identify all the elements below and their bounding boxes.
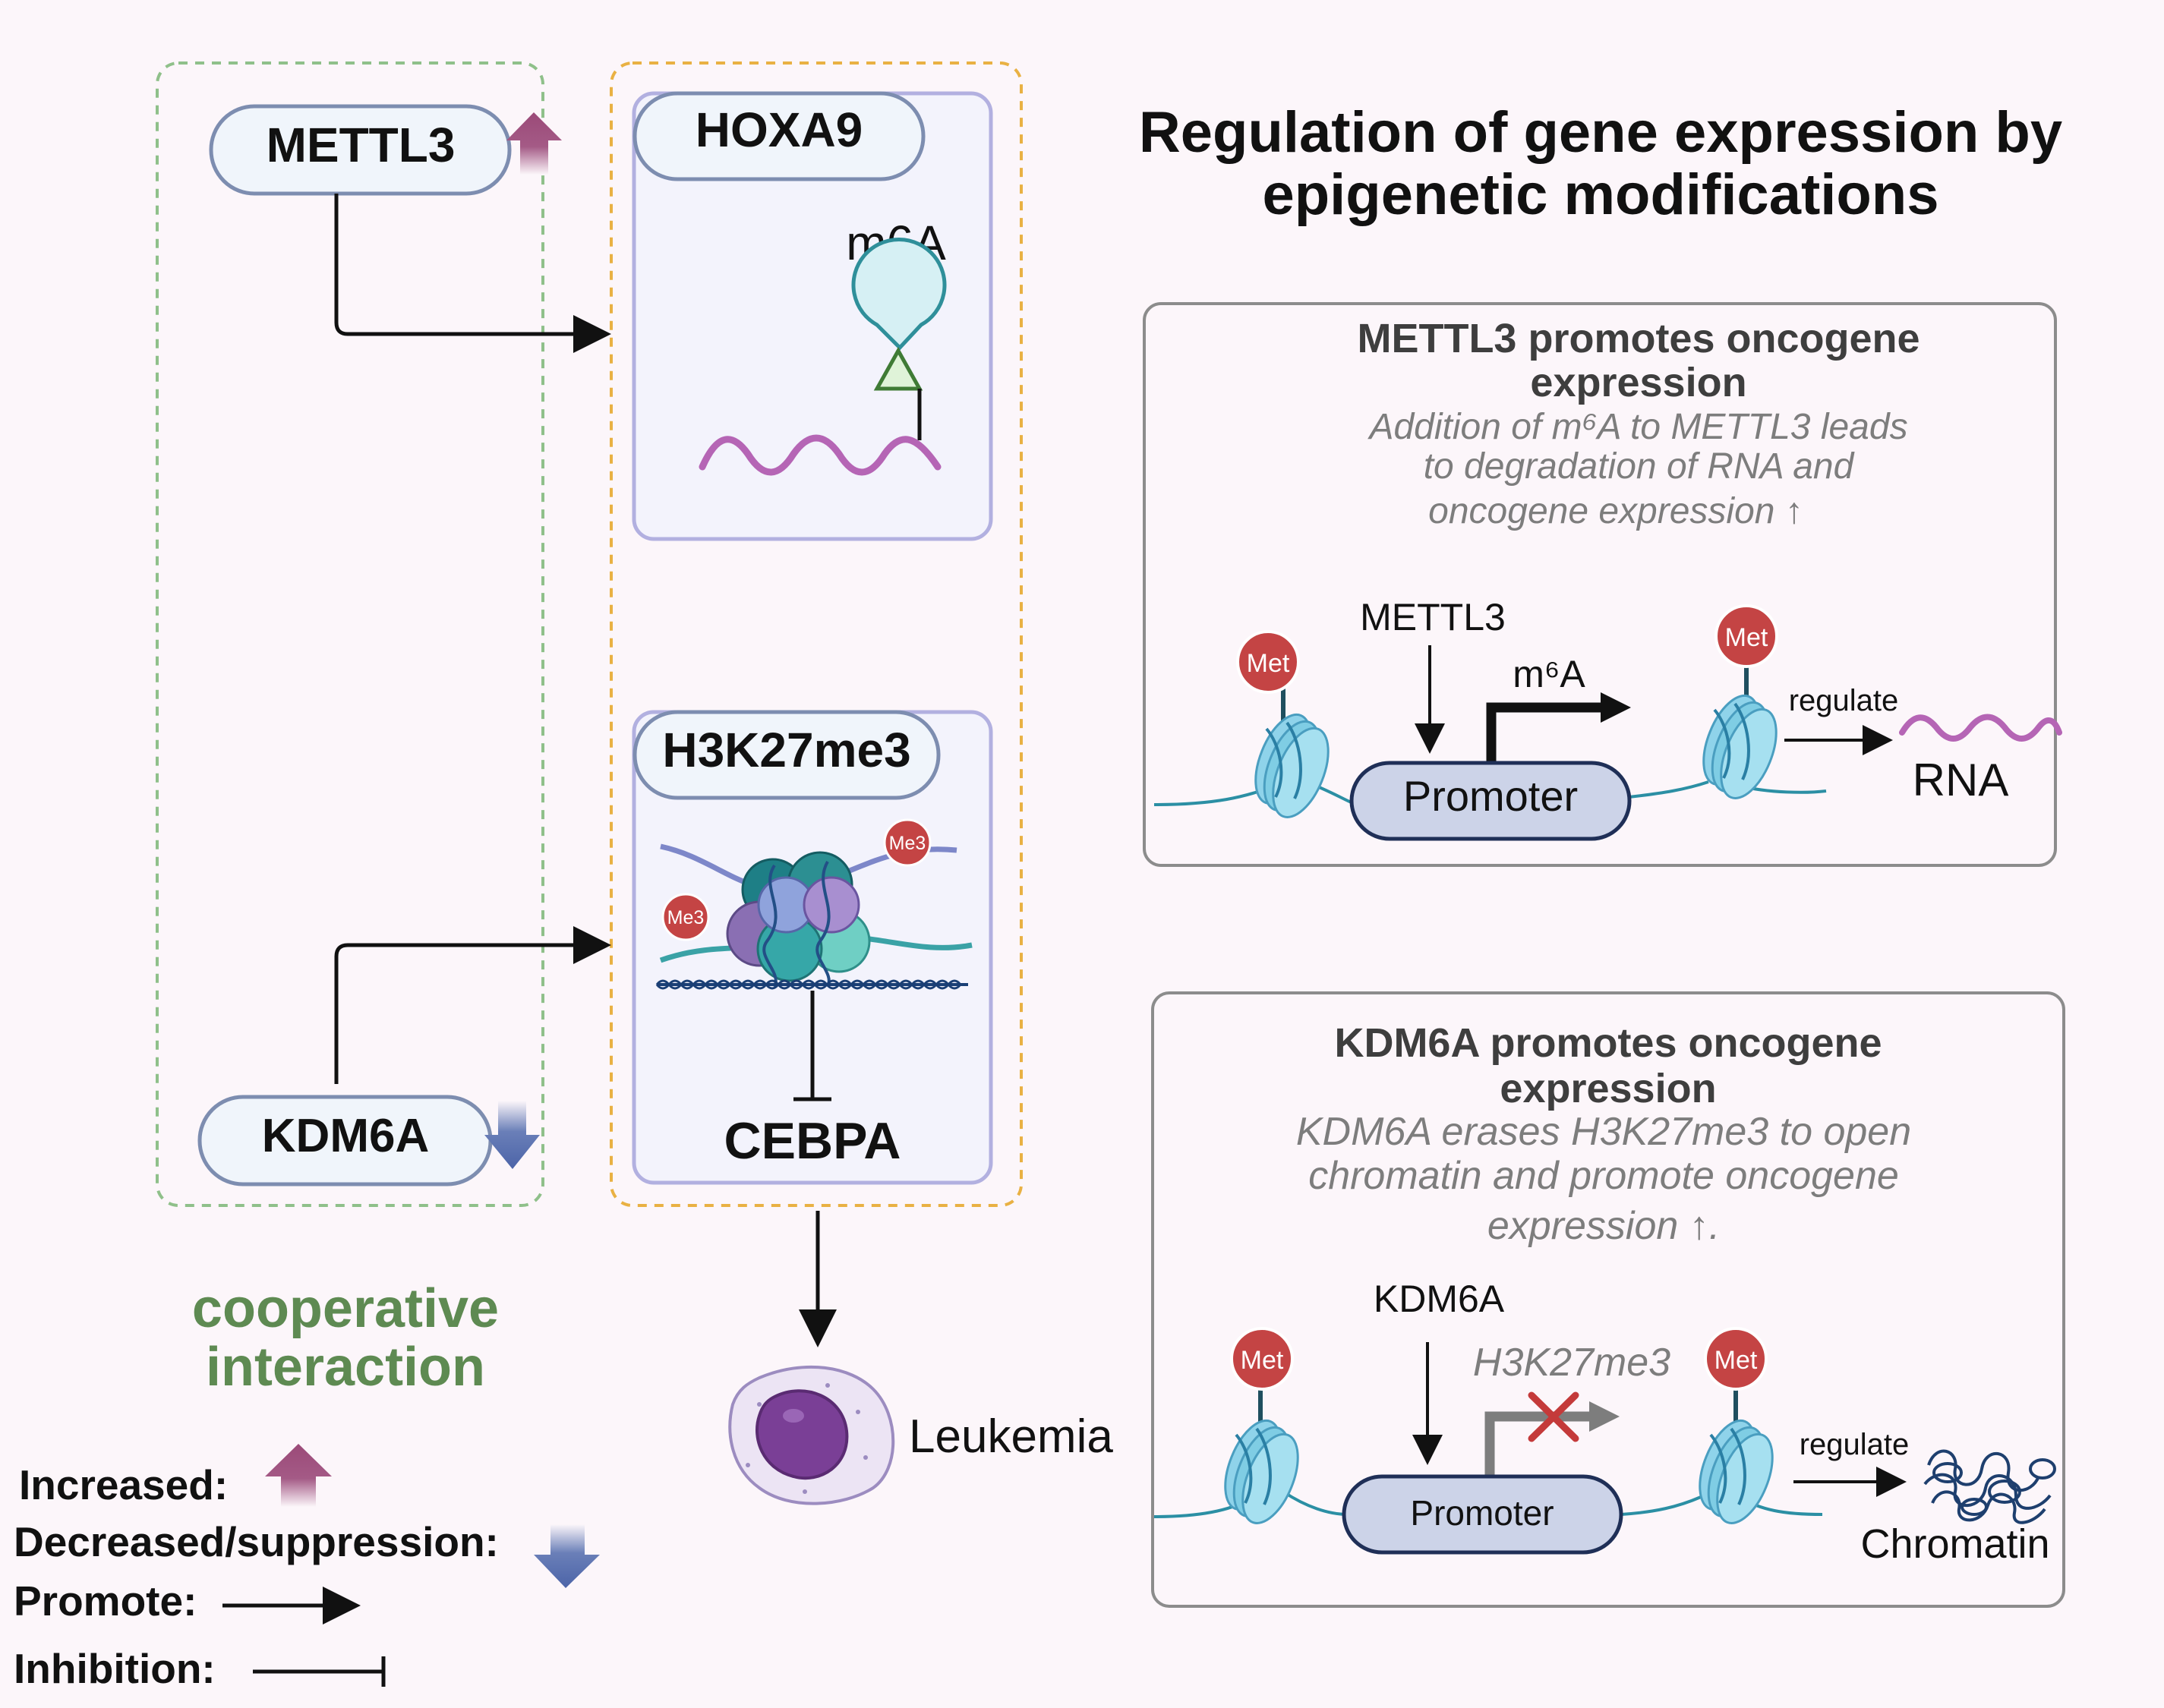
legend-inhibition-symbol-icon xyxy=(253,1656,386,1687)
svg-text:Me3: Me3 xyxy=(667,907,705,928)
panel1-nucleosome-left-icon xyxy=(1242,705,1342,827)
panel2-heading-line1: KDM6A promotes oncogene xyxy=(1334,1020,1882,1066)
panel2-met-badge-left xyxy=(1230,1327,1294,1391)
panel2-desc-line1: KDM6A erases H3K27me3 to open xyxy=(1296,1110,1911,1154)
panel1-desc-line2: to degradation of RNA and xyxy=(1424,446,1855,487)
panel2-nucleosome-right-icon xyxy=(1686,1411,1786,1533)
panel2-nucleosome-left-icon xyxy=(1212,1411,1311,1533)
panel1-desc-line1: Addition of m⁶A to METTL3 leads xyxy=(1367,407,1907,447)
mettl3-increase-arrow-icon xyxy=(506,112,562,175)
panel1-met-badge-left xyxy=(1236,630,1300,694)
hoxa9-pill xyxy=(632,91,926,181)
legend-promote-label: Promote: xyxy=(14,1577,197,1624)
panel2-blocked-x-icon xyxy=(1528,1391,1579,1442)
cebpa-label: CEBPA xyxy=(724,1112,901,1170)
me3-badge-left: Me3 xyxy=(661,893,710,941)
panel2-promoter-box xyxy=(1342,1474,1623,1555)
legend-increase-arrow-icon xyxy=(265,1444,332,1507)
mettl3-label: METTL3 xyxy=(267,118,456,172)
figure-title-line1: Regulation of gene expression by xyxy=(1139,100,2062,165)
panel2-heading-line2: expression xyxy=(1500,1066,1716,1111)
svg-text:Met: Met xyxy=(1714,1346,1758,1375)
h3k27me3-pill xyxy=(632,710,941,800)
mettl3-node: METTL3 xyxy=(209,104,512,196)
panel1-regulate-label: regulate xyxy=(1789,684,1899,717)
m6a-reader-icon xyxy=(851,237,947,440)
panel2-desc-line2: chromatin and promote oncogene xyxy=(1308,1154,1899,1198)
panel2-dna-strand xyxy=(1153,1490,1823,1518)
panel2-chromatin-icon xyxy=(1923,1449,2056,1524)
panel1-nucleosome-right-icon xyxy=(1690,686,1790,808)
panel2-promoter-label: Promoter xyxy=(1410,1493,1554,1533)
target-group-box xyxy=(610,61,1023,1207)
legend-inhibition-label: Inhibition: xyxy=(14,1645,216,1692)
panel1-dna-strand xyxy=(1153,780,1827,806)
kdm6a-to-h3k27me3-arrow xyxy=(334,926,611,1084)
panel1-promoter-box xyxy=(1349,761,1632,841)
panel1-heading-line2: expression xyxy=(1530,360,1746,405)
leukemia-cell-icon xyxy=(728,1365,895,1505)
panel1-tss-arrow xyxy=(1486,702,1606,763)
h3k27me3-inhibits-cebpa xyxy=(793,991,831,1101)
legend-decreased-label: Decreased/suppression: xyxy=(14,1518,499,1565)
panel1-met-badge-right xyxy=(1714,604,1778,668)
panel2-regulate-label: regulate xyxy=(1800,1428,1910,1461)
svg-text:Me3: Me3 xyxy=(889,833,926,854)
panel1-mark-label: m⁶A xyxy=(1513,653,1585,695)
panel-kdm6a: KDM6A promotes oncogene expression KDM6A… xyxy=(1151,991,2065,1608)
panel1-promoter-label: Promoter xyxy=(1403,772,1578,820)
h3k27me3-label: H3K27me3 xyxy=(662,723,910,777)
panel2-met-badge-right xyxy=(1704,1327,1768,1391)
cooperative-group-box xyxy=(156,61,544,1207)
panel1-heading-line1: METTL3 promotes oncogene xyxy=(1357,316,1920,361)
mettl3-to-hoxa9-arrow xyxy=(334,194,611,353)
me3-badge-right: Me3 xyxy=(883,818,932,867)
panel-mettl3: METTL3 promotes oncogene expression Addi… xyxy=(1143,302,2062,867)
panel2-mark-label: H3K27me3 xyxy=(1473,1341,1670,1385)
kdm6a-label: KDM6A xyxy=(262,1110,429,1162)
panel1-enzyme-label: METTL3 xyxy=(1360,596,1506,638)
svg-text:Met: Met xyxy=(1247,649,1290,678)
panel2-target-label: Chromatin xyxy=(1860,1521,2049,1567)
figure-title-line2: epigenetic modifications xyxy=(1262,162,1938,227)
kdm6a-decrease-arrow-icon xyxy=(484,1101,540,1169)
svg-text:Met: Met xyxy=(1241,1346,1284,1375)
panel1-target-label: RNA xyxy=(1913,755,2009,805)
cooperative-label-line2: interaction xyxy=(206,1337,485,1398)
cooperative-label-line1: cooperative xyxy=(192,1278,499,1339)
hoxa9-label: HOXA9 xyxy=(696,102,863,157)
leukemia-label: Leukemia xyxy=(909,1410,1113,1463)
legend-increased-label: Increased: xyxy=(19,1461,228,1508)
panel2-tss-arrow xyxy=(1484,1411,1595,1476)
legend: Increased: Decreased/suppression: Promot… xyxy=(14,1444,600,1692)
kdm6a-node: KDM6A xyxy=(197,1095,493,1186)
hoxa9-rna-strand xyxy=(699,434,942,476)
panel1-rna-icon xyxy=(1899,714,2062,742)
legend-decrease-arrow-icon xyxy=(534,1524,600,1588)
panel2-enzyme-label: KDM6A xyxy=(1374,1278,1505,1320)
panel2-desc-line3: expression ↑. xyxy=(1487,1204,1720,1248)
panel1-desc-line3: oncogene expression ↑ xyxy=(1428,491,1803,531)
svg-text:Met: Met xyxy=(1725,623,1768,652)
